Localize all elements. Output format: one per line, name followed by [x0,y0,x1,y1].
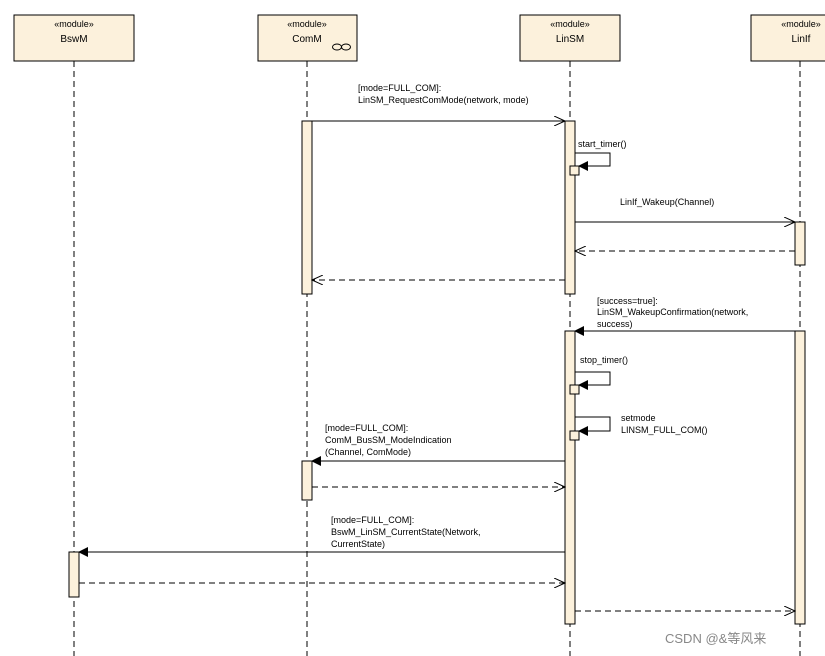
message-label-line: [mode=FULL_COM]: [331,515,414,525]
lifeline-head-bswm [13,14,135,62]
stereotype-linif: «module» [781,19,821,29]
message-label-line: LinIf_Wakeup(Channel) [620,197,714,207]
lifeline-head-linsm [519,14,621,62]
lifeline-head-comm [257,14,358,62]
stereotype-comm: «module» [287,19,327,29]
watermark: CSDN @&等风来 [665,631,766,646]
message-bswm-current-state: [mode=FULL_COM]: BswM_LinSM_CurrentState… [78,515,565,557]
activation-linsm-1 [564,120,576,295]
message-label-line: [mode=FULL_COM]: [325,423,408,433]
message-self-arrow [575,371,611,390]
message-bussm-mode-indication: [mode=FULL_COM]: ComM_BusSM_ModeIndicati… [311,423,565,466]
message-label-line: ComM_BusSM_ModeIndication [325,435,452,445]
message-label-line: LINSM_FULL_COM() [621,425,708,435]
message-self-arrow [575,152,611,171]
message-label-line: LinSM_WakeupConfirmation(network, [597,307,748,317]
activation-linsm-2 [564,330,576,625]
message-stop-timer: stop_timer() [575,355,628,390]
message-label-line: BswM_LinSM_CurrentState(Network, [331,527,481,537]
activation-linsm-stop [569,384,580,395]
stereotype-bswm: «module» [54,19,94,29]
stereotype-linsm: «module» [550,19,590,29]
message-self-arrow [575,416,611,436]
lifeline-head-linif [750,14,825,62]
lifeline-comm: «module» ComM [257,14,358,656]
message-label-line: success) [597,319,633,329]
lifeline-name-bswm: BswM [60,34,87,45]
message-label-line: LinSM_RequestComMode(network, mode) [358,95,529,105]
message-label-line: [success=true]: [597,296,658,306]
lifeline-name-linsm: LinSM [556,34,584,45]
activation-linif-2 [794,330,806,625]
link-icon [332,43,351,51]
lifeline-name-linif: LinIf [792,34,811,45]
message-setmode: setmode LINSM_FULL_COM() [575,413,708,436]
message-linif-wakeup: LinIf_Wakeup(Channel) [575,197,795,222]
message-label-line: (Channel, ComMode) [325,447,411,457]
message-start-timer: start_timer() [575,139,627,171]
activation-comm-1 [301,120,313,295]
activation-comm-2 [301,460,313,501]
lifeline-name-comm: ComM [292,34,321,45]
activation-linsm-setmode [569,430,580,441]
message-label-line: start_timer() [578,139,627,149]
activation-linsm-timer [569,165,580,176]
lifeline-linif: «module» LinIf [750,14,825,656]
message-label-line: CurrentState) [331,539,385,549]
message-request-com-mode: [mode=FULL_COM]: LinSM_RequestComMode(ne… [312,83,565,121]
message-wakeup-confirmation: [success=true]: LinSM_WakeupConfirmation… [574,296,795,336]
message-label-line: stop_timer() [580,355,628,365]
activation-linif-1 [794,221,806,266]
message-label-line: setmode [621,413,656,423]
activation-bswm [68,551,80,598]
message-label-line: [mode=FULL_COM]: [358,83,441,93]
